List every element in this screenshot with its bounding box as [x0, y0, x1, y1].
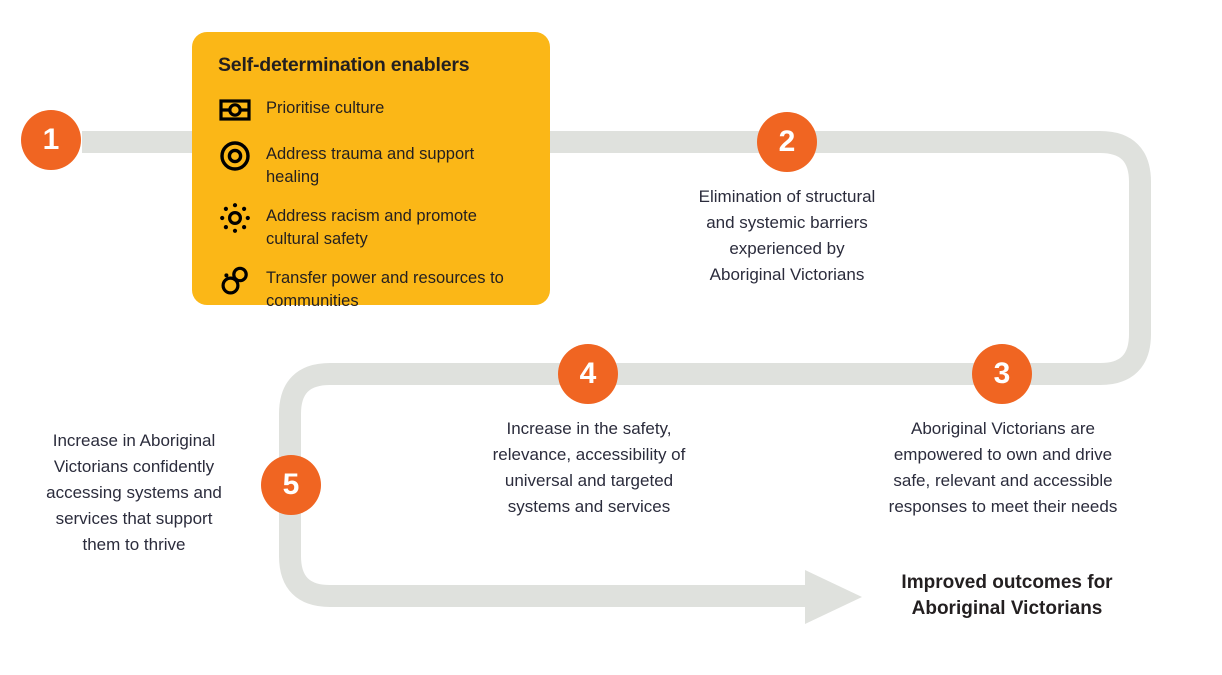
step-text-4: Increase in the safety, relevance, acces…	[492, 419, 686, 516]
sun-radiance-icon	[218, 201, 252, 235]
outcome-label: Improved outcomes for Aboriginal Victori…	[901, 572, 1113, 619]
step-badge-5[interactable]: 5	[261, 455, 321, 515]
self-determination-enablers-card: Self-determination enablers Prioritise c…	[192, 32, 550, 310]
enabler-item-address-racism: Address racism and promote cultural safe…	[218, 201, 526, 251]
enabler-item-prioritise-culture: Prioritise culture	[218, 93, 526, 127]
enabler-label: Transfer power and resources to communit…	[266, 269, 504, 311]
step-badge-2[interactable]: 2	[757, 112, 817, 172]
step-badge-3[interactable]: 3	[972, 344, 1032, 404]
target-rings-icon	[218, 139, 252, 173]
step-badge-1[interactable]: 1	[21, 110, 81, 170]
linked-rings-icon	[218, 263, 252, 297]
flow-path-line	[82, 131, 1151, 607]
enablers-card-title: Self-determination enablers	[218, 54, 470, 76]
step-text-3: Aboriginal Victorians are empowered to o…	[888, 419, 1118, 516]
step-text-5: Increase in Aboriginal Victorians confid…	[46, 431, 222, 554]
enablers-list: Prioritise culture Address trauma and su…	[218, 93, 526, 313]
enabler-label: Prioritise culture	[266, 99, 385, 118]
enabler-label: Address trauma and support healing	[266, 145, 475, 187]
step-badge-4[interactable]: 4	[558, 344, 618, 404]
arrow-right-icon	[805, 570, 862, 624]
enabler-label: Address racism and promote cultural safe…	[266, 207, 477, 249]
step-text-2: Elimination of structural and systemic b…	[698, 187, 876, 284]
enabler-item-address-trauma: Address trauma and support healing	[218, 139, 526, 189]
flag-icon	[218, 93, 252, 127]
enabler-item-transfer-power: Transfer power and resources to communit…	[218, 263, 526, 313]
